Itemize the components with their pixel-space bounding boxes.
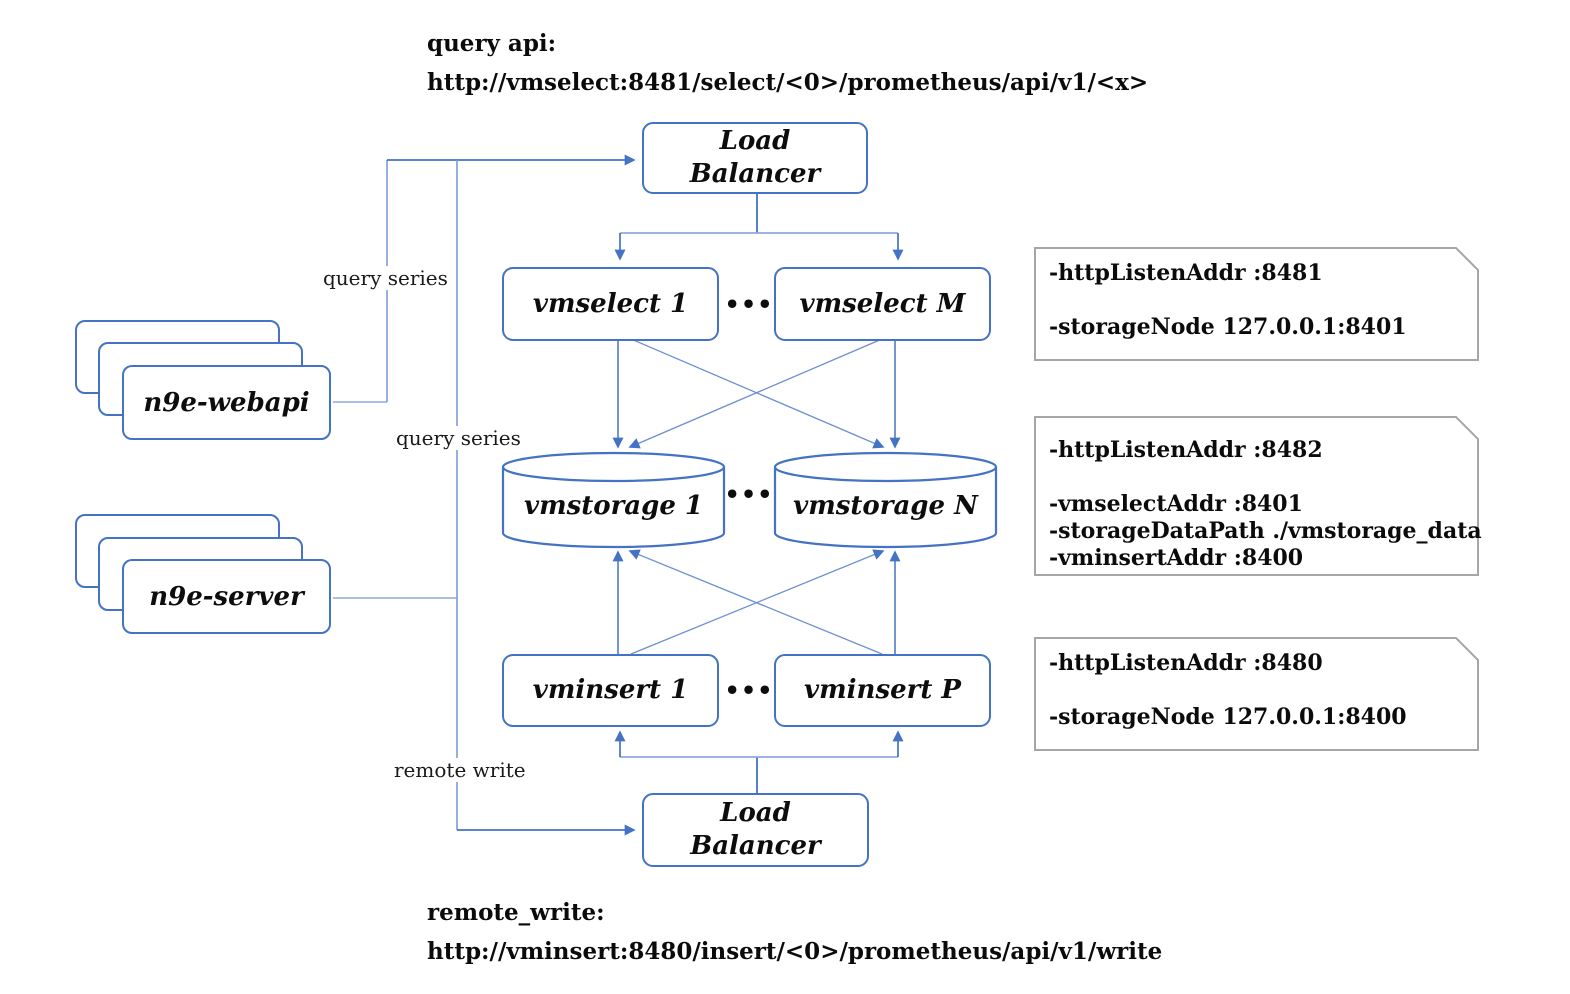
lb-bottom-line2: Balancer bbox=[690, 831, 821, 861]
lb-top-line1: Load bbox=[719, 126, 791, 156]
note-outline-vmstorage bbox=[1034, 416, 1479, 576]
edge-label-server-write: remote write bbox=[390, 758, 530, 782]
remote-write-annotation: remote_write: http://vminsert:8480/inser… bbox=[427, 893, 1162, 971]
note-line: -httpListenAddr :8482 bbox=[1049, 437, 1323, 463]
query-api-annotation: query api: http://vmselect:8481/select/<… bbox=[427, 24, 1148, 102]
note-line: -storageNode 127.0.0.1:8401 bbox=[1049, 314, 1407, 340]
edge-label-server-query: query series bbox=[392, 426, 525, 450]
edge-selectM-storage1 bbox=[628, 338, 883, 449]
node-n9e-server: n9e-server bbox=[122, 559, 331, 634]
n9e-server-label: n9e-server bbox=[149, 581, 304, 612]
note-outline-vminsert bbox=[1034, 637, 1479, 751]
query-api-url: http://vmselect:8481/select/<0>/promethe… bbox=[427, 69, 1149, 96]
remote-write-url: http://vminsert:8480/insert/<0>/promethe… bbox=[427, 938, 1163, 965]
note-vmselect-config: -httpListenAddr :8481 -storageNode 127.0… bbox=[1049, 260, 1461, 341]
vmstorage-n-label: vmstorage N bbox=[793, 491, 978, 521]
vmselect-m-label: vmselect M bbox=[799, 288, 966, 319]
note-line: -vminsertAddr :8400 bbox=[1049, 545, 1304, 571]
note-line: -httpListenAddr :8480 bbox=[1049, 650, 1323, 676]
edge-label-webapi-query: query series bbox=[319, 266, 452, 290]
node-vmselect-1: vmselect 1 bbox=[502, 267, 719, 341]
vmselect-1-label: vmselect 1 bbox=[532, 288, 689, 319]
note-line: -vmselectAddr :8401 bbox=[1049, 491, 1303, 517]
note-outline-vmselect bbox=[1034, 247, 1479, 361]
vmstorage-1-cylinder bbox=[501, 451, 726, 549]
note-line: -httpListenAddr :8481 bbox=[1049, 260, 1323, 286]
node-vmselect-m: vmselect M bbox=[774, 267, 991, 341]
note-vmstorage-config: -httpListenAddr :8482 -vmselectAddr :840… bbox=[1049, 437, 1482, 572]
n9e-webapi-label: n9e-webapi bbox=[143, 387, 310, 418]
query-api-title: query api: bbox=[427, 30, 557, 57]
vminsert-1-label: vminsert 1 bbox=[532, 675, 689, 705]
edge-insertP-storage1 bbox=[628, 549, 883, 655]
node-load-balancer-bottom: Load Balancer bbox=[642, 793, 869, 867]
vmselect-ellipsis: ••• bbox=[724, 290, 774, 319]
remote-write-title: remote_write: bbox=[427, 899, 605, 926]
vmstorage-1-label: vmstorage 1 bbox=[523, 491, 704, 521]
node-n9e-webapi: n9e-webapi bbox=[122, 365, 331, 440]
node-vmstorage-1: vmstorage 1 bbox=[502, 470, 725, 542]
vminsert-p-label: vminsert P bbox=[804, 675, 961, 705]
note-line: -storageDataPath ./vmstorage_data bbox=[1049, 518, 1482, 544]
lb-top-line2: Balancer bbox=[689, 159, 821, 189]
node-vmstorage-n: vmstorage N bbox=[774, 470, 997, 542]
note-line: -storageNode 127.0.0.1:8400 bbox=[1049, 704, 1407, 730]
vmstorage-ellipsis: ••• bbox=[724, 480, 774, 509]
lb-bottom-line1: Load bbox=[720, 798, 791, 828]
node-vminsert-p: vminsert P bbox=[774, 654, 991, 727]
vminsert-ellipsis: ••• bbox=[724, 676, 774, 705]
node-load-balancer-top: Load Balancer bbox=[642, 122, 868, 194]
vmstorage-n-cylinder bbox=[773, 451, 998, 549]
note-vminsert-config: -httpListenAddr :8480 -storageNode 127.0… bbox=[1049, 650, 1461, 731]
node-vminsert-1: vminsert 1 bbox=[502, 654, 719, 727]
